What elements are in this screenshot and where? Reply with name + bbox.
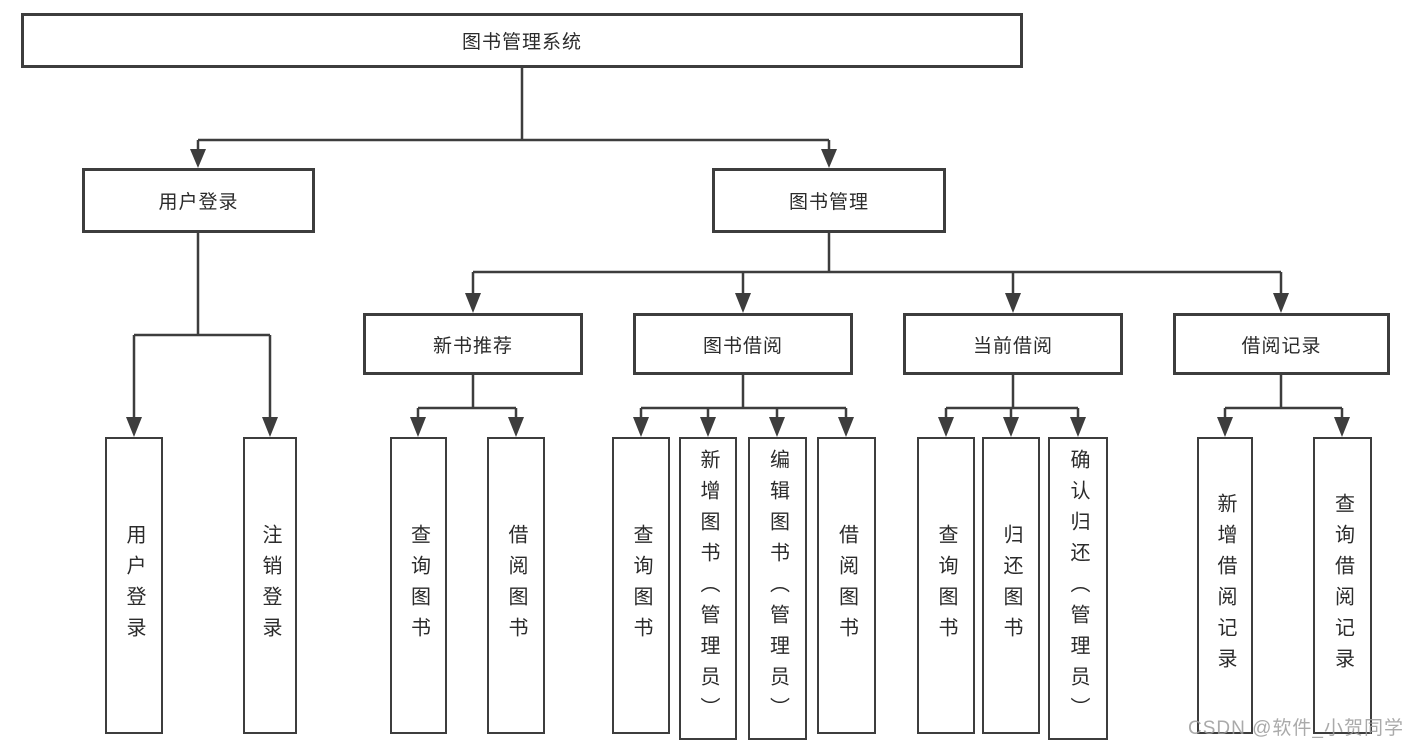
arrow-down-icon [938,417,954,437]
leaf-borrow-book-2-label: 借阅图书 [835,523,858,648]
connector-current-borrow [938,375,1086,437]
connector-user-login [126,233,278,437]
arrow-down-icon [190,149,206,168]
leaf-borrow-book-1: 借阅图书 [487,437,545,734]
arrow-down-icon [1273,293,1289,313]
leaf-edit-book-admin-label: 编辑图书（管理员） [766,449,789,728]
leaf-return-book-label: 归还图书 [1000,523,1022,648]
leaf-query-book-2-label: 查询图书 [630,523,652,648]
arrow-down-icon [1334,417,1350,437]
node-book-management: 图书管理 [712,168,946,233]
csdn-watermark: CSDN @软件_小贺同学 [1188,718,1404,739]
arrow-down-icon [821,149,837,168]
arrow-down-icon [262,417,278,437]
arrow-down-icon [700,417,716,437]
node-new-book-recommend: 新书推荐 [363,313,583,375]
arrow-down-icon [735,293,751,313]
arrow-down-icon [410,417,426,437]
node-current-borrow: 当前借阅 [903,313,1123,375]
leaf-add-book-admin-label: 新增图书（管理员） [697,449,719,728]
leaf-add-borrow-record-label: 新增借阅记录 [1214,492,1236,679]
arrow-down-icon [1005,293,1021,313]
leaf-query-borrow-record-label: 查询借阅记录 [1331,492,1354,679]
arrow-down-icon [838,417,854,437]
node-book-management-label: 图书管理 [788,192,869,213]
connector-root [190,68,837,168]
node-user-login-label: 用户登录 [158,192,239,213]
leaf-borrow-book-1-label: 借阅图书 [505,523,527,648]
node-root-label: 图书管理系统 [461,32,582,53]
connector-new-book [410,375,524,437]
node-borrow-record-label: 借阅记录 [1241,335,1322,357]
leaf-confirm-return-admin-label: 确认归还（管理员） [1067,449,1089,728]
arrow-down-icon [508,417,524,437]
arrow-down-icon [769,417,785,437]
node-root: 图书管理系统 [21,13,1023,68]
arrow-down-icon [1003,417,1019,437]
connector-book-management [465,233,1289,313]
leaf-query-book-3-label: 查询图书 [935,523,957,648]
arrow-down-icon [126,417,142,437]
node-new-book-recommend-label: 新书推荐 [432,335,513,357]
leaf-query-book-1-label: 查询图书 [407,523,430,648]
node-user-login: 用户登录 [82,168,315,233]
leaf-confirm-return-admin: 确认归还（管理员） [1048,437,1108,740]
leaf-logout-label: 注销登录 [259,523,281,648]
node-borrow-record: 借阅记录 [1173,313,1390,375]
leaf-borrow-book-2: 借阅图书 [817,437,876,734]
leaf-add-borrow-record: 新增借阅记录 [1197,437,1253,734]
leaf-query-book-3: 查询图书 [917,437,975,734]
leaf-edit-book-admin: 编辑图书（管理员） [748,437,807,740]
leaf-query-borrow-record: 查询借阅记录 [1313,437,1372,734]
node-current-borrow-label: 当前借阅 [972,335,1053,357]
connector-borrow-record [1217,375,1350,437]
arrow-down-icon [465,293,481,313]
arrow-down-icon [1070,417,1086,437]
node-book-borrow: 图书借阅 [633,313,853,375]
connector-book-borrow [633,375,854,437]
arrow-down-icon [1217,417,1233,437]
leaf-query-book-1: 查询图书 [390,437,447,734]
node-book-borrow-label: 图书借阅 [702,335,783,357]
leaf-user-login-label: 用户登录 [123,523,145,648]
arrow-down-icon [633,417,649,437]
leaf-add-book-admin: 新增图书（管理员） [679,437,737,740]
leaf-return-book: 归还图书 [982,437,1040,734]
leaf-user-login: 用户登录 [105,437,163,734]
leaf-logout: 注销登录 [243,437,297,734]
leaf-query-book-2: 查询图书 [612,437,670,734]
